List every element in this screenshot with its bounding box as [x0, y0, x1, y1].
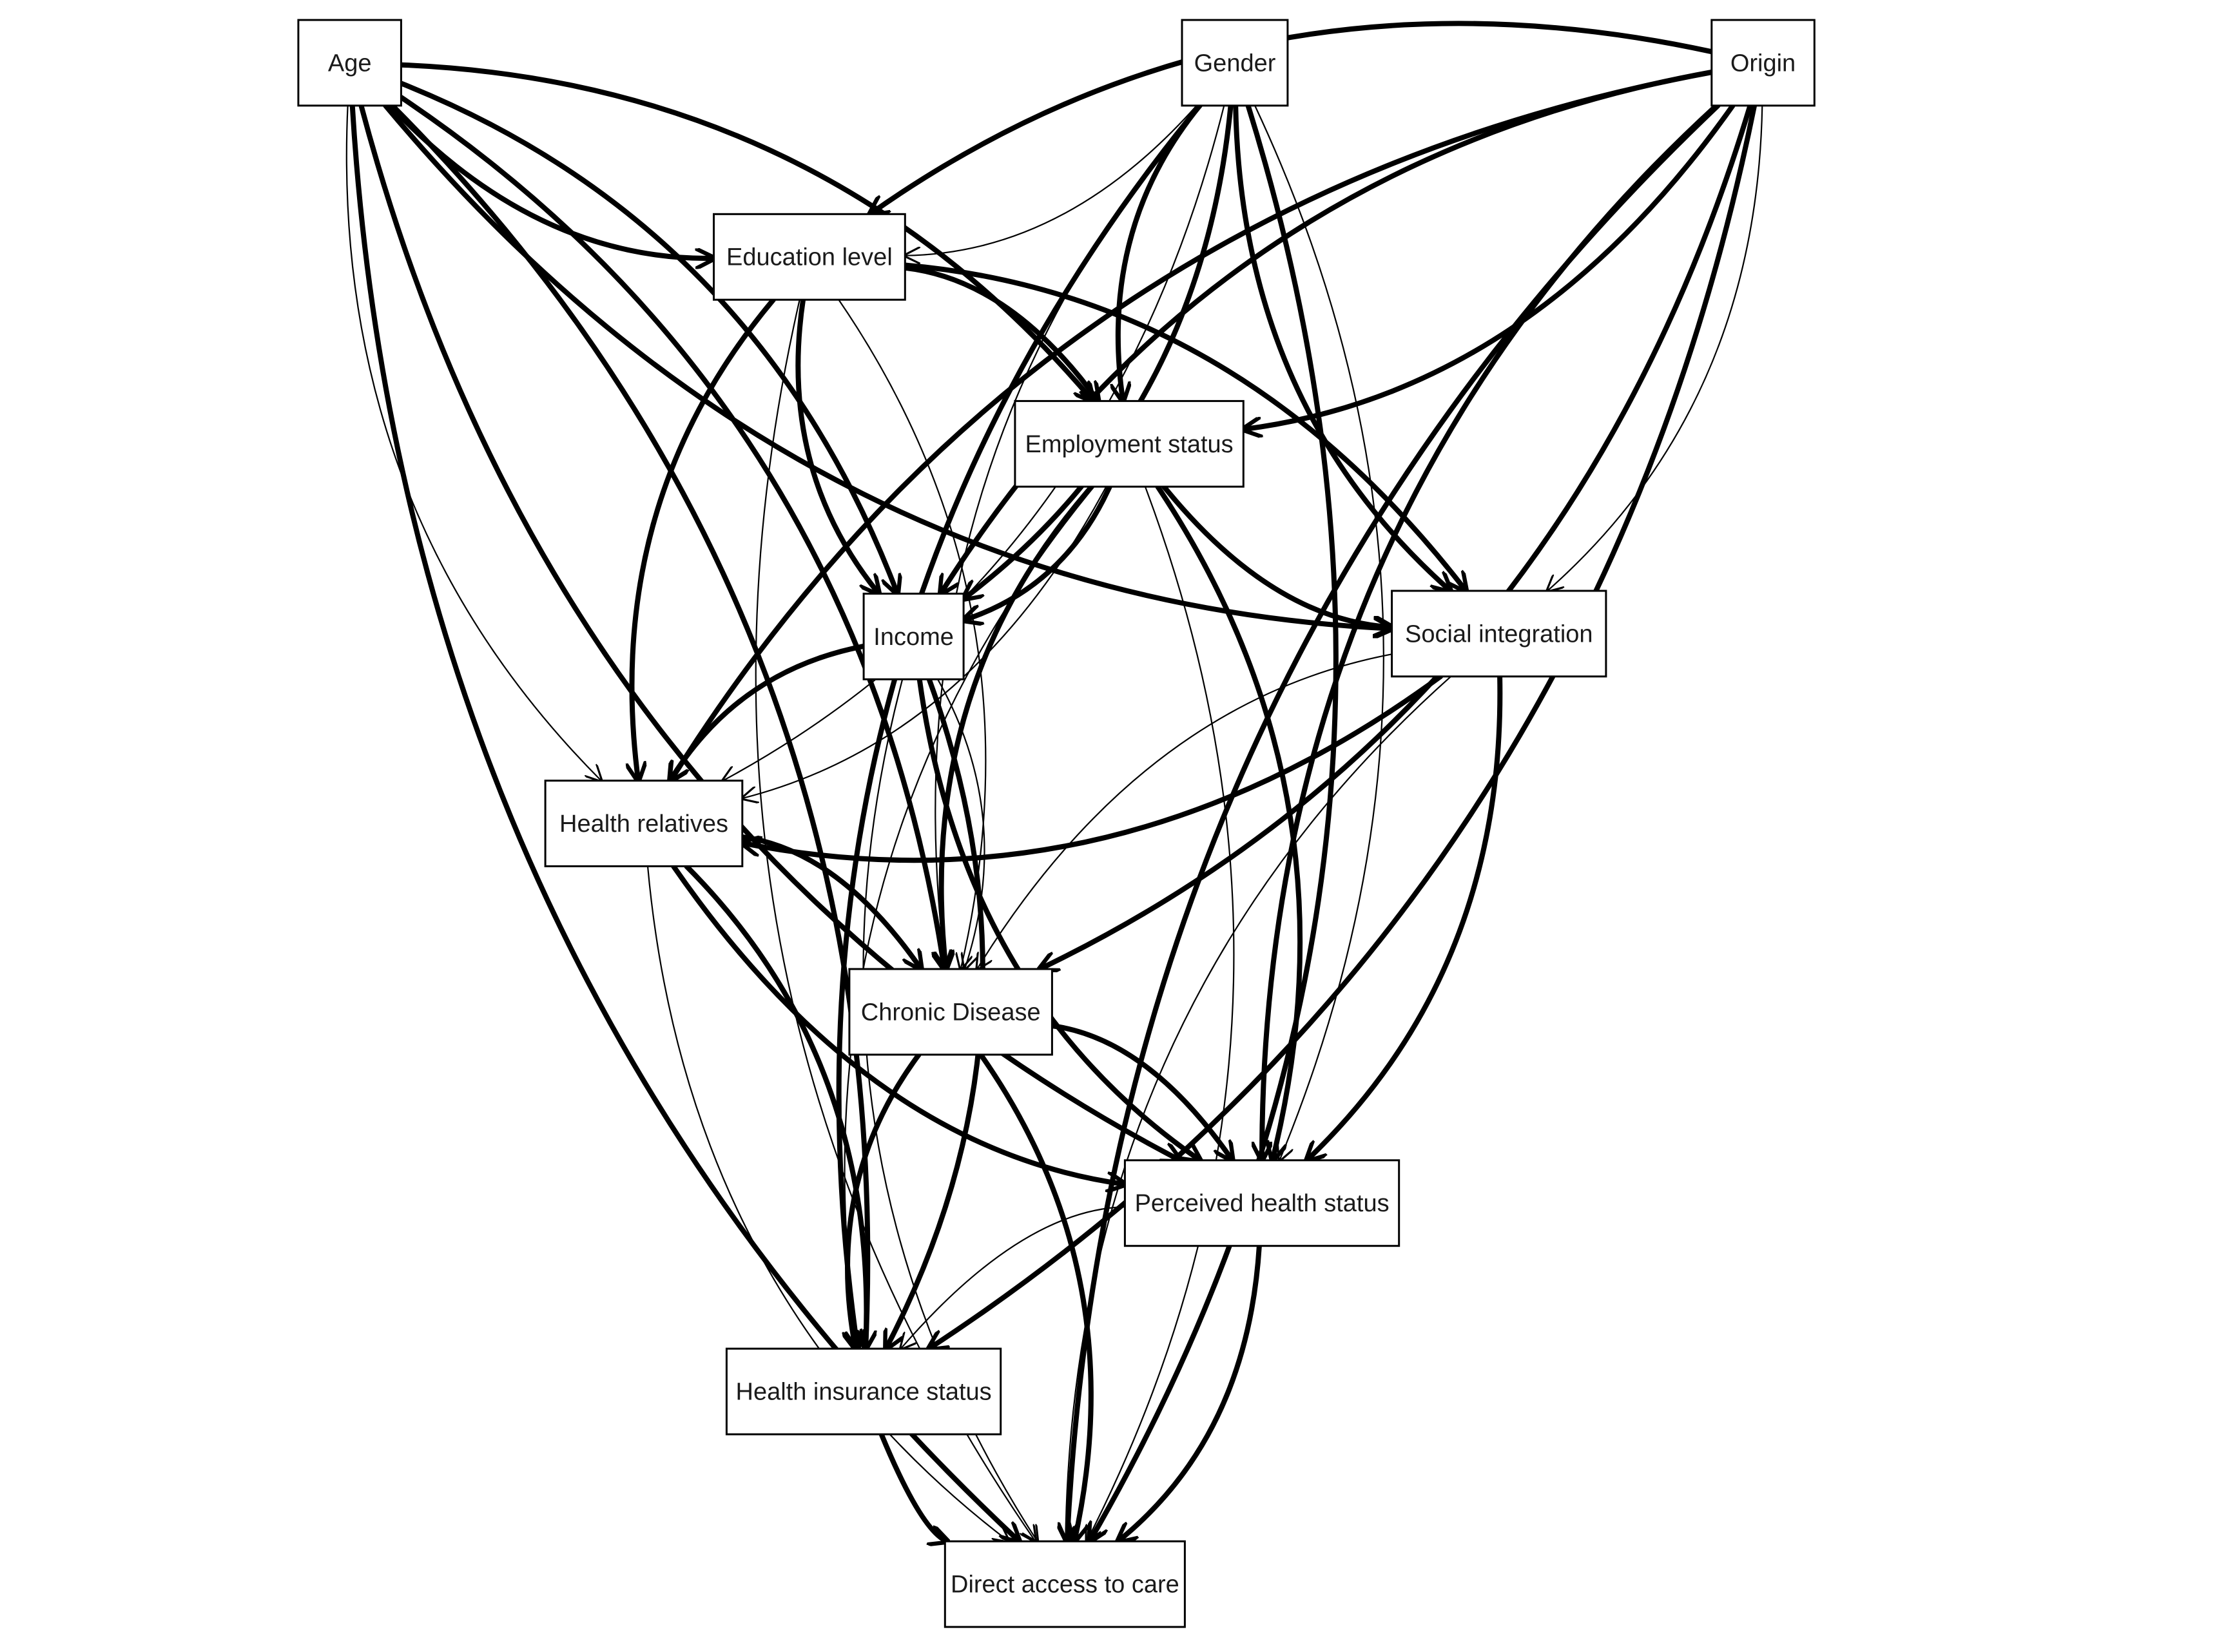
- edge-origin-to-access: [1067, 102, 1721, 1544]
- edge-origin-to-education: [870, 21, 1714, 214]
- edge-chronic-to-insurance: [848, 1052, 922, 1349]
- node-box-chronic: [848, 968, 1053, 1056]
- node-origin: Origin: [1710, 19, 1816, 107]
- edge-gender-to-income: [964, 102, 1234, 599]
- edge-relatives-to-access: [646, 865, 1009, 1542]
- node-box-relatives: [544, 780, 744, 867]
- edge-social-to-relatives: [742, 673, 1444, 863]
- edge-layer: [345, 21, 1763, 1544]
- node-label-relatives: Health relatives: [559, 811, 728, 838]
- node-chronic: Chronic Disease: [848, 968, 1053, 1056]
- edge-employment-to-relatives: [742, 486, 1107, 798]
- node-social: Social integration: [1391, 590, 1607, 678]
- node-label-access: Direct access to care: [951, 1571, 1179, 1599]
- edge-origin-to-employment: [1243, 102, 1736, 429]
- node-box-education: [713, 213, 906, 301]
- node-box-income: [862, 592, 965, 680]
- edge-social-to-perceived: [1307, 673, 1503, 1160]
- node-box-gender: [1181, 19, 1289, 107]
- edge-age-to-chronic: [398, 95, 944, 969]
- edge-age-to-insurance: [389, 102, 867, 1352]
- node-age: Age: [297, 19, 402, 107]
- node-label-age: Age: [328, 50, 372, 77]
- edge-employment-to-insurance: [844, 486, 1095, 1349]
- node-box-access: [944, 1540, 1186, 1628]
- node-employment: Employment status: [1014, 399, 1245, 488]
- node-box-age: [297, 19, 402, 107]
- edge-employment-to-access: [1087, 486, 1235, 1541]
- edge-income-to-perceived: [916, 677, 1200, 1160]
- edge-income-to-relatives: [670, 643, 867, 781]
- edge-gender-to-chronic: [935, 104, 1199, 969]
- node-access: Direct access to care: [944, 1540, 1186, 1628]
- node-box-perceived: [1123, 1159, 1400, 1247]
- edge-relatives-to-perceived: [671, 863, 1125, 1185]
- edge-chronic-to-perceived: [1049, 1023, 1233, 1160]
- node-relatives: Health relatives: [544, 780, 744, 867]
- node-label-employment: Employment status: [1025, 431, 1234, 458]
- node-box-insurance: [725, 1347, 1002, 1436]
- node-gender: Gender: [1181, 19, 1289, 107]
- edge-education-to-income: [795, 297, 878, 593]
- edge-employment-to-social: [1161, 484, 1392, 627]
- node-box-employment: [1014, 399, 1245, 488]
- node-label-education: Education level: [726, 244, 893, 271]
- edge-relatives-to-chronic: [739, 834, 921, 969]
- edge-gender-to-insurance: [836, 102, 1203, 1349]
- node-label-income: Income: [873, 624, 954, 651]
- edge-relatives-to-insurance: [684, 863, 866, 1352]
- edge-employment-to-perceived: [1155, 484, 1303, 1160]
- edge-age-to-income: [398, 81, 897, 593]
- node-perceived: Perceived health status: [1123, 1159, 1400, 1247]
- node-label-insurance: Health insurance status: [736, 1379, 992, 1406]
- edge-origin-to-social: [1547, 104, 1763, 591]
- node-income: Income: [862, 592, 965, 680]
- edge-insurance-to-access: [878, 1432, 947, 1541]
- edge-education-to-relatives: [632, 297, 777, 781]
- edge-social-to-access: [1065, 675, 1452, 1541]
- node-label-perceived: Perceived health status: [1135, 1190, 1390, 1217]
- edge-employment-to-income: [964, 484, 1112, 620]
- edge-gender-to-access: [1090, 102, 1339, 1541]
- edge-gender-to-perceived: [1254, 104, 1384, 1160]
- node-label-gender: Gender: [1194, 50, 1276, 77]
- edge-education-to-social: [902, 262, 1466, 591]
- edge-perceived-to-access: [1118, 1243, 1262, 1542]
- edge-gender-to-relatives: [723, 104, 1225, 781]
- edge-education-to-employment: [902, 265, 1098, 401]
- edge-age-to-education: [387, 102, 717, 258]
- node-box-social: [1391, 590, 1607, 678]
- node-label-social: Social integration: [1405, 621, 1593, 648]
- edge-income-to-chronic: [936, 678, 985, 969]
- edge-chronic-to-access: [978, 1052, 1094, 1541]
- node-education: Education level: [713, 213, 906, 301]
- node-box-origin: [1710, 19, 1816, 107]
- edge-gender-to-education: [905, 104, 1197, 256]
- node-insurance: Health insurance status: [725, 1347, 1002, 1436]
- edge-perceived-to-insurance: [901, 1206, 1126, 1349]
- edge-age-to-employment: [398, 62, 1093, 401]
- node-label-chronic: Chronic Disease: [861, 999, 1041, 1026]
- edge-employment-to-chronic: [942, 484, 1094, 969]
- node-label-origin: Origin: [1730, 50, 1796, 77]
- edge-social-to-chronic: [977, 653, 1393, 969]
